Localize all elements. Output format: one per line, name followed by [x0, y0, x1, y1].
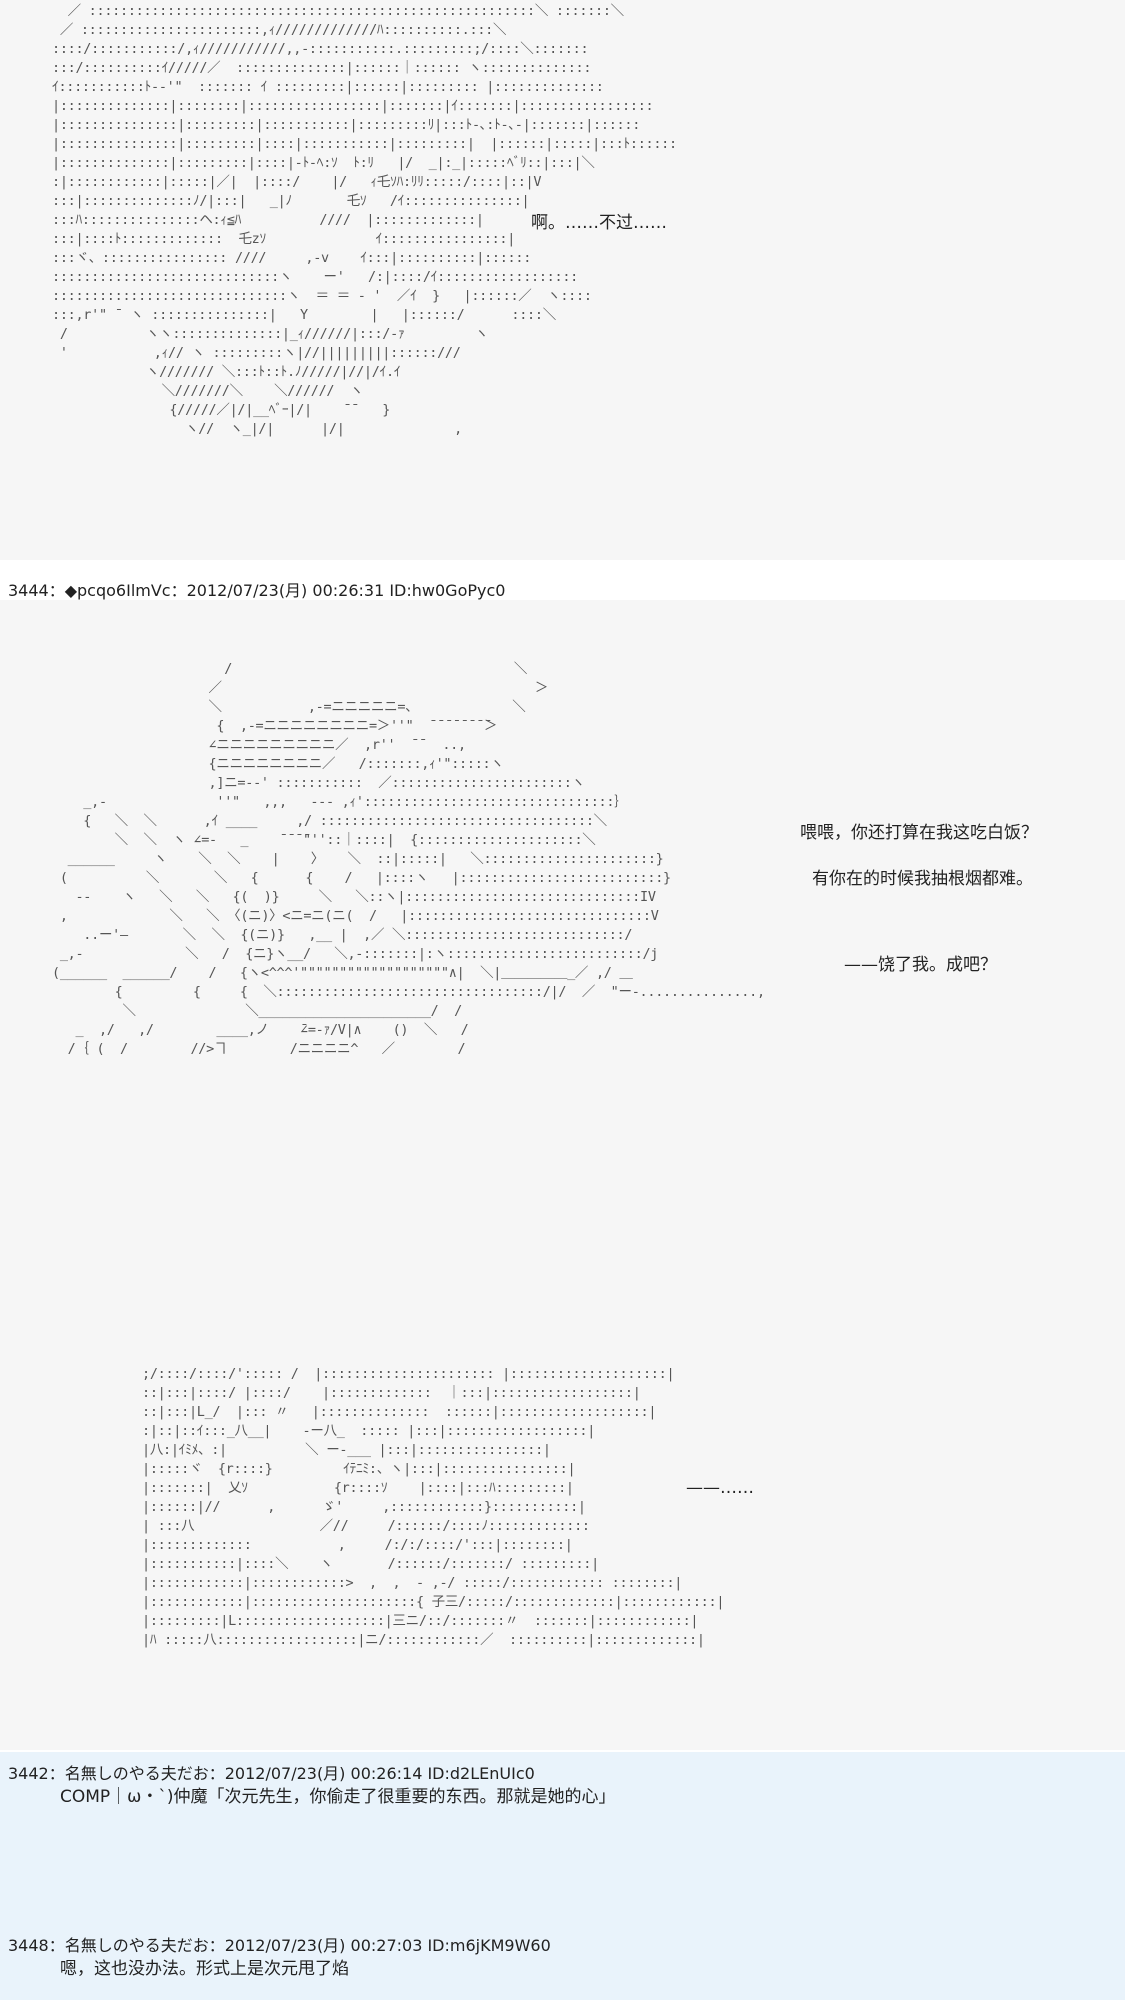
aa-panel-1: ／ ::::::::::::::::::::::::::::::::::::::… — [0, 0, 1125, 560]
aa-panel-2: / ＼ ／ ＞ ＼ ,-=ニニニニニ=、 ＼ { ,-=ニニニニニニニニ=＞''… — [0, 600, 1125, 1750]
speech-line: 啊。……不过…… — [531, 213, 667, 233]
ascii-art-character-1: ／ ::::::::::::::::::::::::::::::::::::::… — [52, 3, 677, 437]
ascii-art-character-2: / ＼ ／ ＞ ＼ ,-=ニニニニニ=、 ＼ { ,-=ニニニニニニニニ=＞''… — [52, 661, 765, 1057]
speech-line: ——…… — [686, 1478, 754, 1498]
post-body-3442: COMP｜ω・`)仲魔「次元先生，你偷走了很重要的东西。那就是她的心」 — [60, 1787, 616, 1807]
post-header-3444: 3444：◆pcqo6IlmVc：2012/07/23(月) 00:26:31 … — [8, 581, 506, 600]
post-header-3442: 3442：名無しのやる夫だお：2012/07/23(月) 00:26:14 ID… — [8, 1764, 535, 1783]
speech-line: 有你在的时候我抽根烟都难。 — [812, 869, 1033, 889]
reply-area: 3442：名無しのやる夫だお：2012/07/23(月) 00:26:14 ID… — [0, 1752, 1125, 2000]
speech-line: ——饶了我。成吧？ — [844, 955, 997, 975]
post-body-3448: 嗯，这也没办法。形式上是次元甩了焰 — [60, 1959, 349, 1979]
speech-line: 喂喂，你还打算在我这吃白饭？ — [800, 823, 1038, 843]
post-header-3448: 3448：名無しのやる夫だお：2012/07/23(月) 00:27:03 ID… — [8, 1936, 551, 1955]
ascii-art-character-3: ;/::::/::::/'::::: / |::::::::::::::::::… — [142, 1366, 725, 1648]
